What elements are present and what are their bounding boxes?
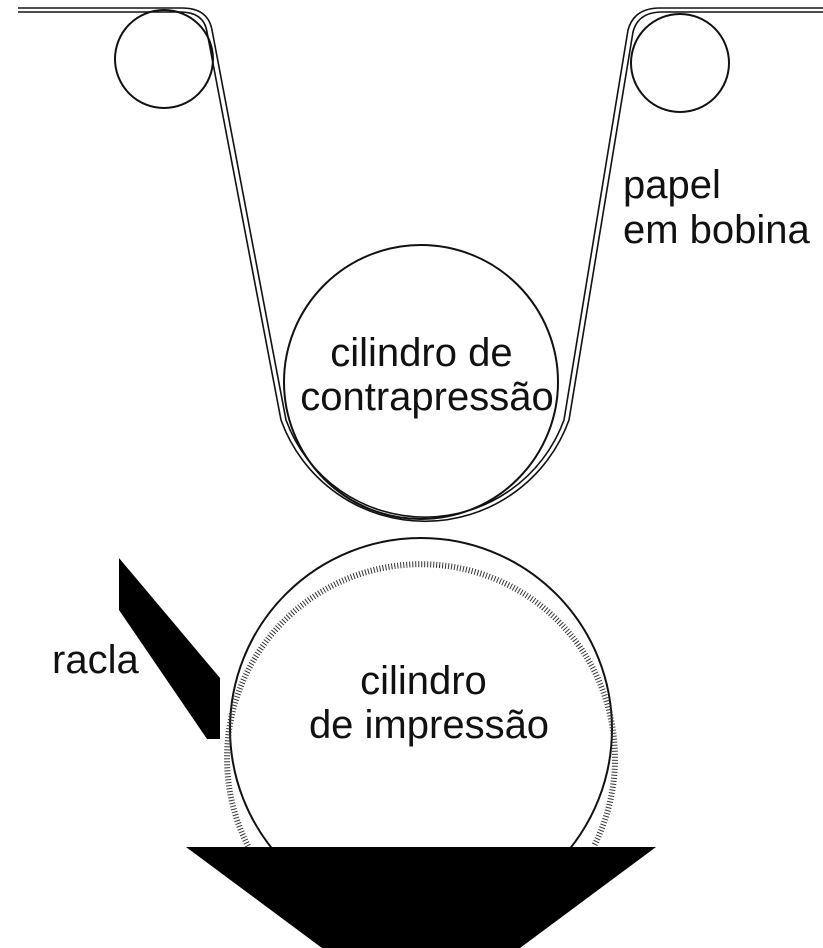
printing-cylinder-engraving: [224, 561, 618, 848]
counter-pressure-cylinder: [283, 244, 559, 520]
paper-web-outer: [18, 7, 823, 518]
counter-cylinder-label-line-2: contrapressão: [300, 375, 553, 419]
paper-label-line-2: em bobina: [623, 208, 811, 252]
doctor-blade-label: racla: [52, 638, 139, 682]
counter-cylinder-label: cilindro de contrapressão: [300, 331, 553, 419]
paper-label: papel em bobina: [623, 163, 811, 252]
right-guide-roller: [630, 13, 730, 113]
paper-label-line-1: papel: [623, 163, 721, 207]
print-cylinder-label-line-2: de impressão: [309, 703, 549, 747]
ink-trough: [186, 847, 656, 948]
doctor-blade: [119, 558, 220, 739]
print-cylinder-label: cilindro de impressão: [309, 659, 549, 747]
paper-web-inner: [18, 11, 823, 523]
print-cylinder-label-line-1: cilindro: [360, 659, 487, 703]
left-guide-roller: [114, 9, 214, 109]
counter-cylinder-label-line-1: cilindro de: [330, 331, 512, 375]
